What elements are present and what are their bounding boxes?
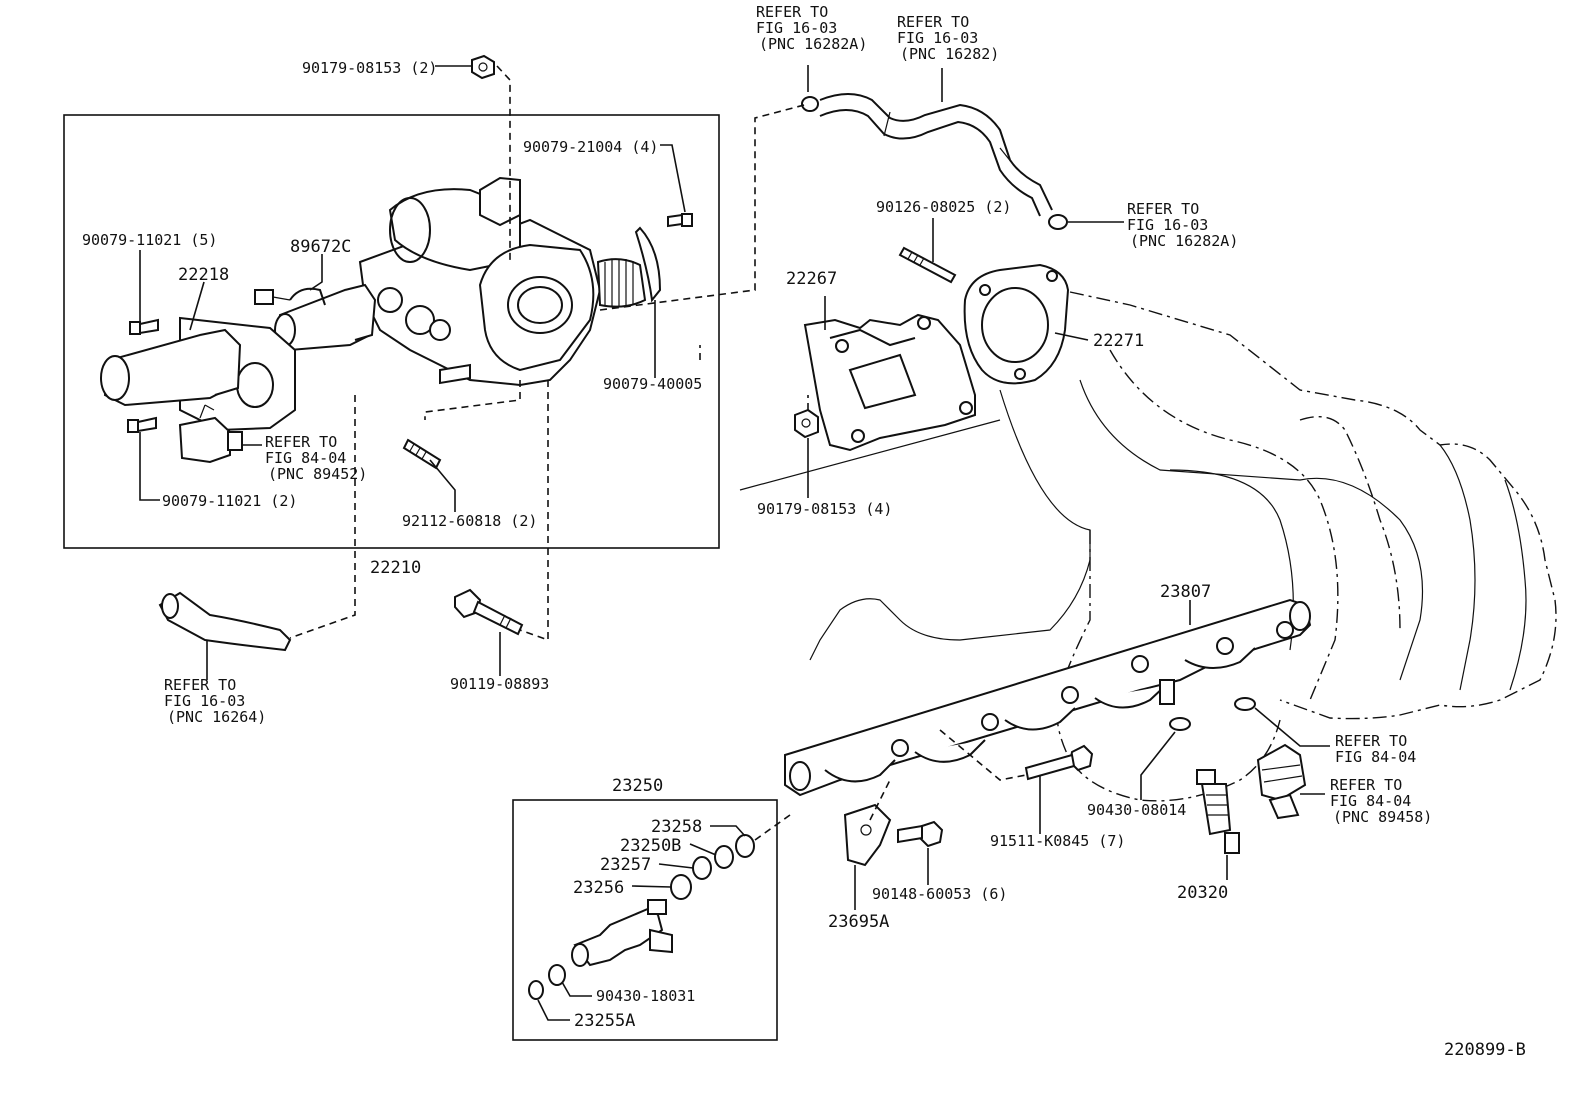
bolt-90119-08893 (454, 588, 524, 636)
label-refer-84-04-a-pnc: (PNC 89452) (268, 465, 367, 483)
label-90430-08014: 90430-08014 (1087, 801, 1186, 819)
label-23258: 23258 (651, 817, 702, 837)
bolt-90079-11021-upper (129, 318, 159, 335)
gasket-22271 (963, 263, 1070, 385)
label-23255A: 23255A (574, 1011, 635, 1031)
bracket-23695A (843, 803, 892, 867)
label-refer-top2-fig: FIG 16-03 (897, 29, 978, 47)
label-91511-K0845: 91511-K0845 (7) (990, 832, 1125, 850)
cushion-23257 (692, 856, 712, 880)
label-90079-40005: 90079-40005 (603, 375, 702, 393)
throttle-body (358, 176, 647, 387)
bolt-90079-11021-lower (127, 416, 157, 433)
fuel-injector (571, 899, 673, 967)
label-90148-60053: 90148-60053 (6) (872, 885, 1007, 903)
label-23256: 23256 (573, 878, 624, 898)
label-23250B: 23250B (620, 836, 681, 856)
fuel-delivery-pipe (784, 598, 1312, 797)
stud-92112-60818 (402, 438, 442, 470)
pcv-hose-top (801, 93, 1068, 230)
label-refer-84-04-c: REFER TO (1330, 776, 1402, 794)
label-refer-84-04-b: REFER TO (1335, 732, 1407, 750)
o-ring-90430-18031 (548, 964, 566, 986)
label-refer-84-04-a: REFER TO (265, 433, 337, 451)
spacer-22267 (803, 313, 976, 452)
grommet-23255A (528, 980, 544, 1000)
nut-90179-08153 (794, 408, 819, 439)
label-refer-top3-pnc: (PNC 16282A) (1130, 232, 1238, 250)
label-refer-top3: REFER TO (1127, 200, 1199, 218)
label-90179-08153-lower: 90179-08153 (4) (757, 500, 892, 518)
label-refer-top1: REFER TO (756, 3, 828, 21)
throttle-gasket (634, 226, 662, 303)
o-ring-23258 (735, 834, 755, 858)
bolt-90079-21004 (667, 213, 693, 228)
hose-16264 (158, 591, 292, 652)
label-20320: 20320 (1177, 883, 1228, 903)
label-92112-60818: 92112-60818 (2) (402, 512, 537, 530)
label-89672C: 89672C (290, 237, 351, 257)
label-22210: 22210 (370, 558, 421, 578)
label-refer-84-04-c-fig: FIG 84-04 (1330, 792, 1411, 810)
label-90079-11021-lower: 90079-11021 (2) (162, 492, 297, 510)
idle-speed-control-valve (100, 316, 296, 432)
label-refer-top1-fig: FIG 16-03 (756, 19, 837, 37)
label-90079-11021-upper: 90079-11021 (5) (82, 231, 217, 249)
insulator-23256 (670, 874, 692, 900)
bolt-90148-60053 (897, 820, 944, 848)
label-90430-18031: 90430-18031 (596, 987, 695, 1005)
label-refer-16-03-a-pnc: (PNC 16264) (167, 708, 266, 726)
label-23257: 23257 (600, 855, 651, 875)
label-refer-top2: REFER TO (897, 13, 969, 31)
label-23250: 23250 (612, 776, 663, 796)
figure-code: 220899-B (1444, 1040, 1526, 1060)
label-22271: 22271 (1093, 331, 1144, 351)
retainer-23250B (714, 845, 734, 869)
label-refer-84-04-b-fig: FIG 84-04 (1335, 748, 1416, 766)
label-refer-top3-fig: FIG 16-03 (1127, 216, 1208, 234)
label-23695A: 23695A (828, 912, 889, 932)
label-22218: 22218 (178, 265, 229, 285)
label-23807: 23807 (1160, 582, 1211, 602)
gasket-ring-b (1234, 697, 1256, 711)
label-90079-21004: 90079-21004 (4) (523, 138, 658, 156)
assembly-lines (289, 65, 1027, 841)
stud-90126-08025 (898, 246, 957, 284)
intake-air-temp-sensor (178, 404, 243, 464)
label-90126-08025: 90126-08025 (2) (876, 198, 1011, 216)
sensor-89458 (1256, 743, 1307, 820)
gasket-90430-08014 (1169, 717, 1191, 731)
bolt-91511-K0845 (1024, 744, 1094, 781)
label-22267: 22267 (786, 269, 837, 289)
leader-lines (139, 65, 1330, 1021)
injector-group-box (512, 799, 778, 1041)
nut-90179-08153-top (471, 54, 495, 80)
label-refer-84-04-a-fig: FIG 84-04 (265, 449, 346, 467)
label-90119-08893: 90119-08893 (450, 675, 549, 693)
label-refer-84-04-c-pnc: (PNC 89458) (1333, 808, 1432, 826)
label-refer-top2-pnc: (PNC 16282) (900, 45, 999, 63)
label-refer-16-03-a-fig: FIG 16-03 (164, 692, 245, 710)
throttle-position-sensor (254, 283, 377, 352)
label-refer-16-03-a: REFER TO (164, 676, 236, 694)
label-90179-08153-top: 90179-08153 (2) (302, 59, 437, 77)
throttle-body-group-box (63, 114, 720, 549)
label-refer-top1-pnc: (PNC 16282A) (759, 35, 867, 53)
sensor-20320 (1196, 769, 1240, 854)
